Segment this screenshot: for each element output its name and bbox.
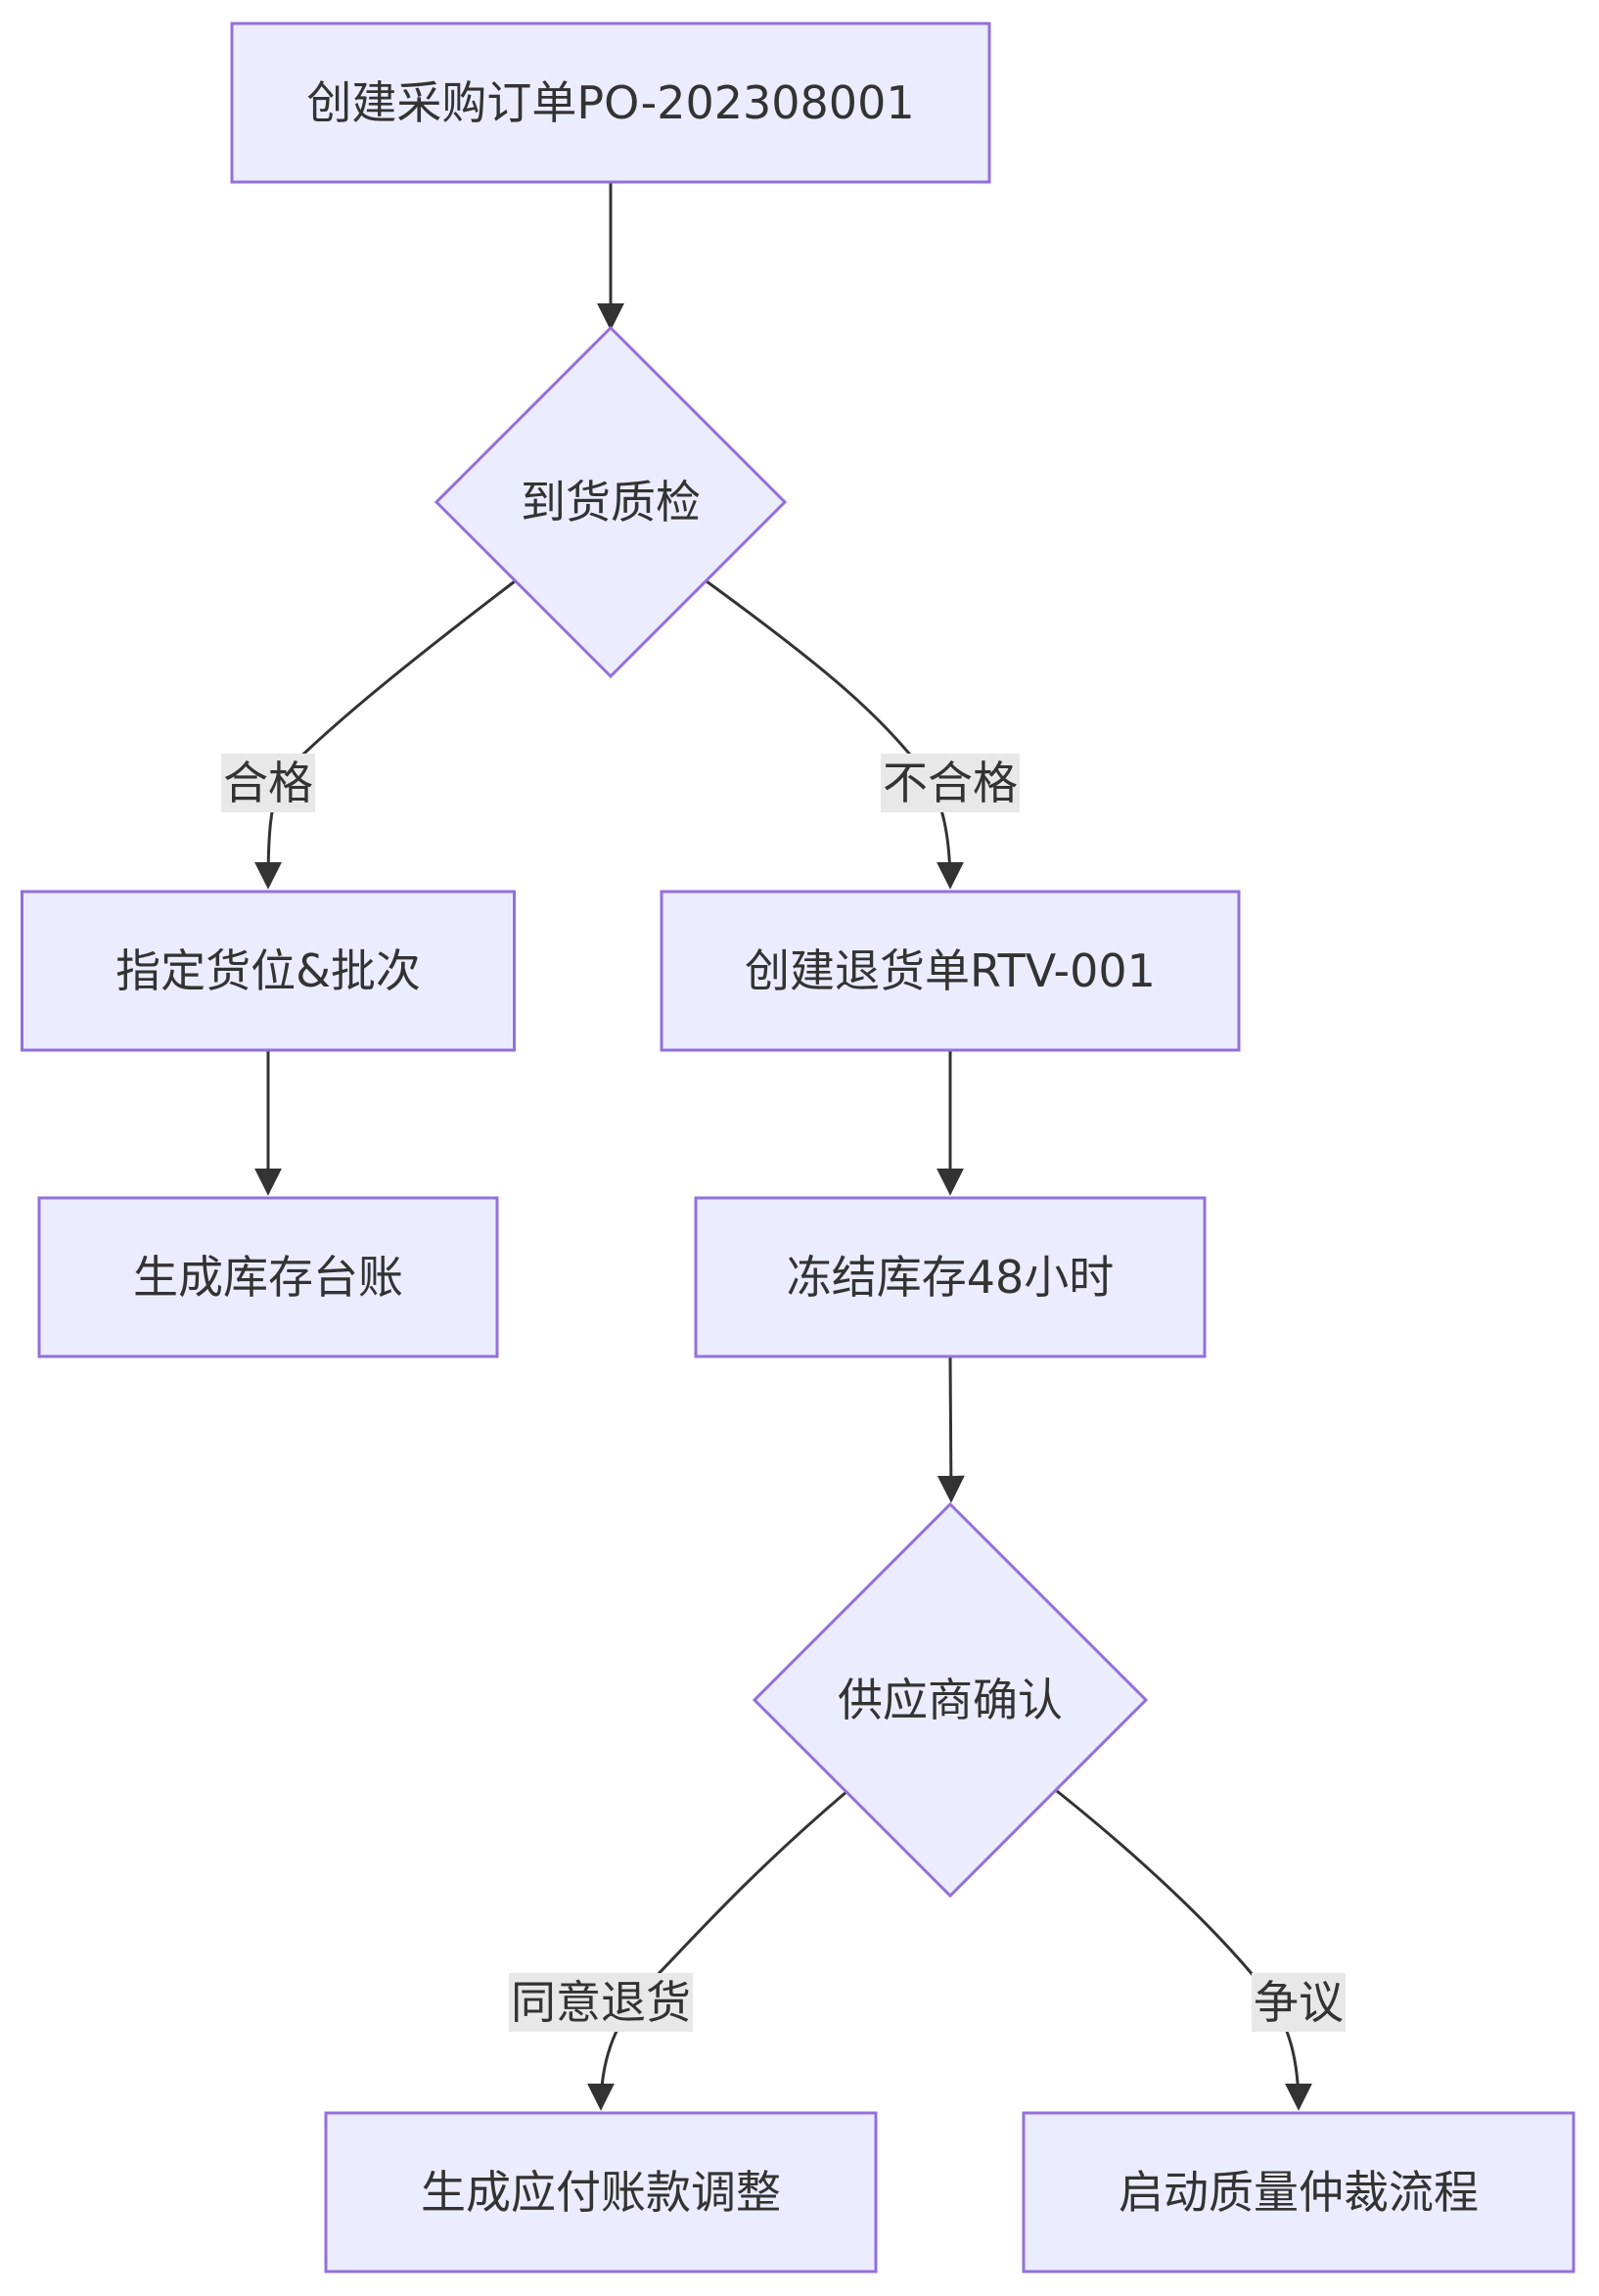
node-label: 指定货位&批次 <box>115 944 421 997</box>
process-box <box>21 890 516 1052</box>
node-label: 冻结库存48小时 <box>787 1251 1115 1304</box>
edge-label-text: 同意退货 <box>511 1976 691 2029</box>
process-node-dispute: 启动质量仲裁流程 <box>1022 2111 1576 2273</box>
decision-diamond <box>434 325 788 679</box>
edge-arrow-qc-rtv <box>706 579 964 890</box>
node-label: 生成应付账款调整 <box>421 2166 781 2219</box>
node-label: 创建退货单RTV-001 <box>745 944 1156 997</box>
edge-label-text: 合格 <box>223 757 313 809</box>
process-node-rtv: 创建退货单RTV-001 <box>660 890 1241 1052</box>
edge-arrow-qc-assign <box>254 579 516 890</box>
edge-label-background <box>881 754 1020 812</box>
edge-label-confirm-dispute: 争议 <box>1252 1973 1346 2032</box>
process-box <box>324 2111 878 2273</box>
process-node-ledger: 生成库存台账 <box>37 1196 499 1358</box>
edge-label-qc-assign: 合格 <box>221 754 315 812</box>
edge-label-text: 争议 <box>1254 1976 1344 2029</box>
decision-diamond <box>752 1501 1149 1899</box>
edge-label-background <box>221 754 315 812</box>
edge-arrow-confirm-payable <box>587 1789 848 2111</box>
process-node-po: 创建采购订单PO-202308001 <box>230 22 991 184</box>
edge-label-confirm-payable: 同意退货 <box>509 1973 693 2032</box>
edges-layer <box>254 182 1312 2111</box>
process-box <box>230 22 991 184</box>
process-node-assign: 指定货位&批次 <box>21 890 516 1052</box>
process-box <box>37 1196 499 1358</box>
edge-label-background <box>1252 1973 1346 2032</box>
edge-label-text: 不合格 <box>883 757 1018 809</box>
node-label: 启动质量仲裁流程 <box>1119 2166 1479 2219</box>
edge-label-background <box>509 1973 693 2032</box>
process-node-freeze: 冻结库存48小时 <box>694 1196 1207 1358</box>
node-label: 生成库存台账 <box>133 1251 403 1304</box>
edge-arrow-confirm-dispute <box>1056 1789 1312 2111</box>
node-label: 供应商确认 <box>838 1674 1063 1726</box>
edge-arrow-freeze-confirm <box>937 1355 965 1503</box>
node-label: 到货质检 <box>521 476 701 528</box>
process-box <box>694 1196 1207 1358</box>
process-node-payable: 生成应付账款调整 <box>324 2111 878 2273</box>
edge-label-qc-rtv: 不合格 <box>881 754 1020 812</box>
decision-node-confirm: 供应商确认 <box>752 1501 1149 1899</box>
node-label: 创建采购订单PO-202308001 <box>306 76 914 129</box>
process-box <box>660 890 1241 1052</box>
decision-node-qc: 到货质检 <box>434 325 788 679</box>
process-box <box>1022 2111 1576 2273</box>
